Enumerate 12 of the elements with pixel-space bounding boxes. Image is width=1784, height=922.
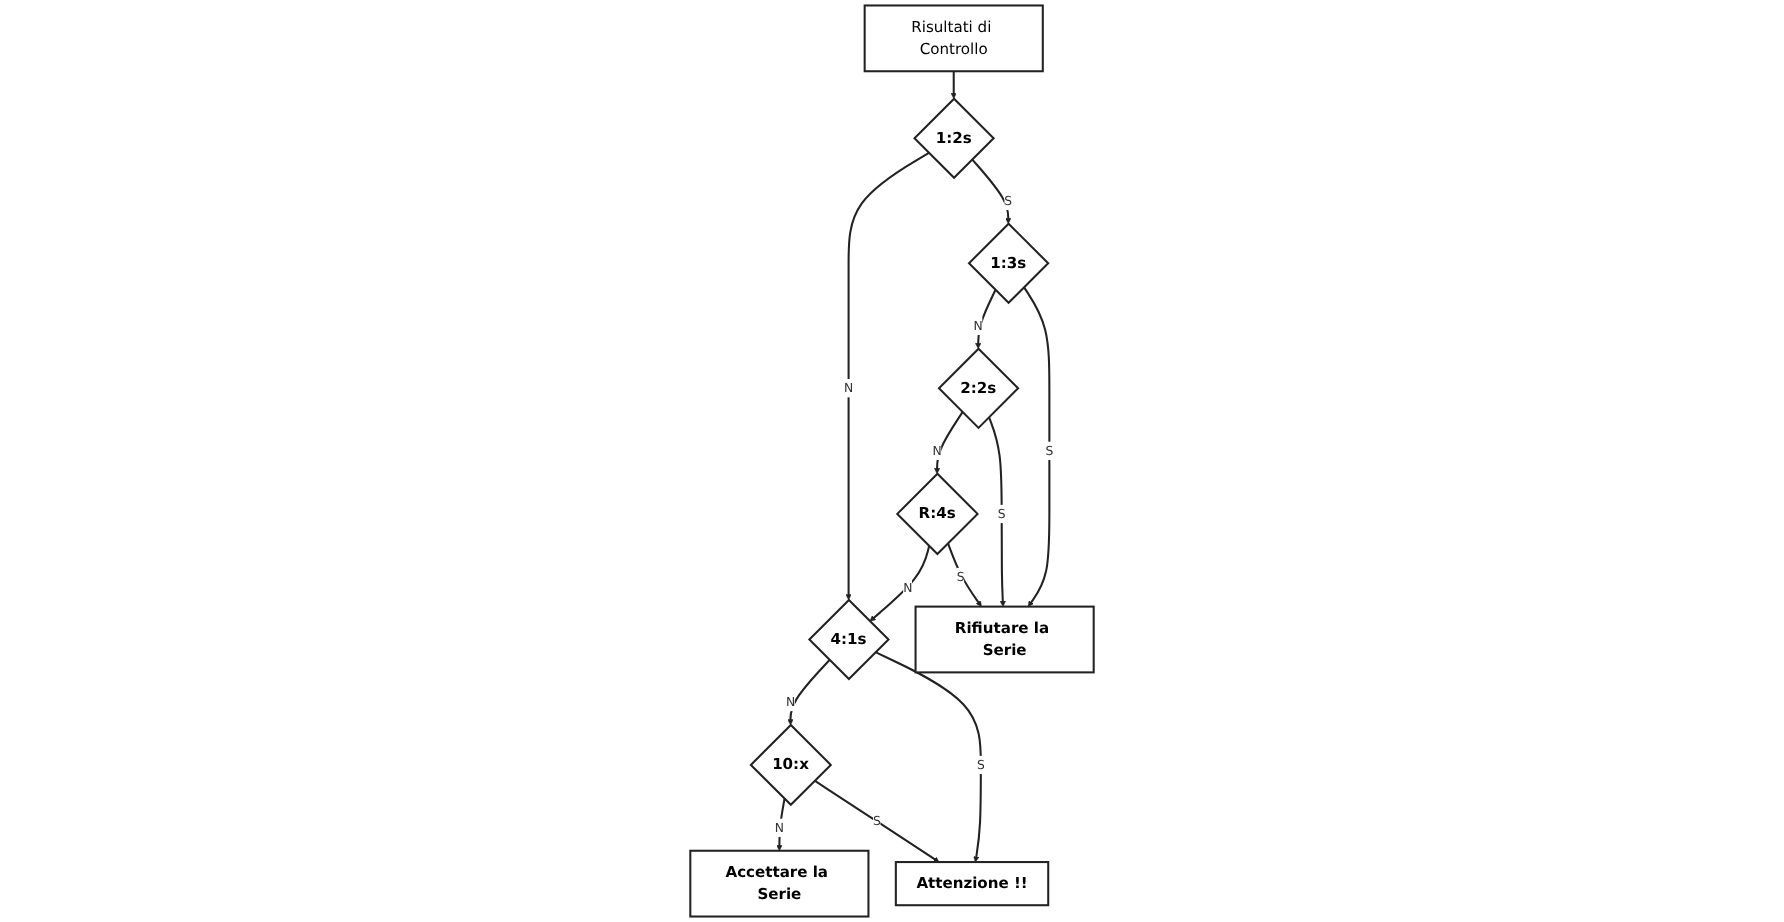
arrow	[787, 659, 831, 726]
arrow	[934, 411, 964, 475]
arrow	[776, 798, 786, 852]
arrow	[814, 779, 940, 863]
arrow	[869, 545, 931, 622]
arrow	[988, 416, 1006, 607]
arrow	[875, 651, 982, 863]
arrow	[1023, 286, 1051, 607]
arrow	[845, 152, 930, 601]
arrow	[971, 158, 1012, 224]
arrow	[947, 542, 982, 607]
arrow	[950, 71, 957, 99]
